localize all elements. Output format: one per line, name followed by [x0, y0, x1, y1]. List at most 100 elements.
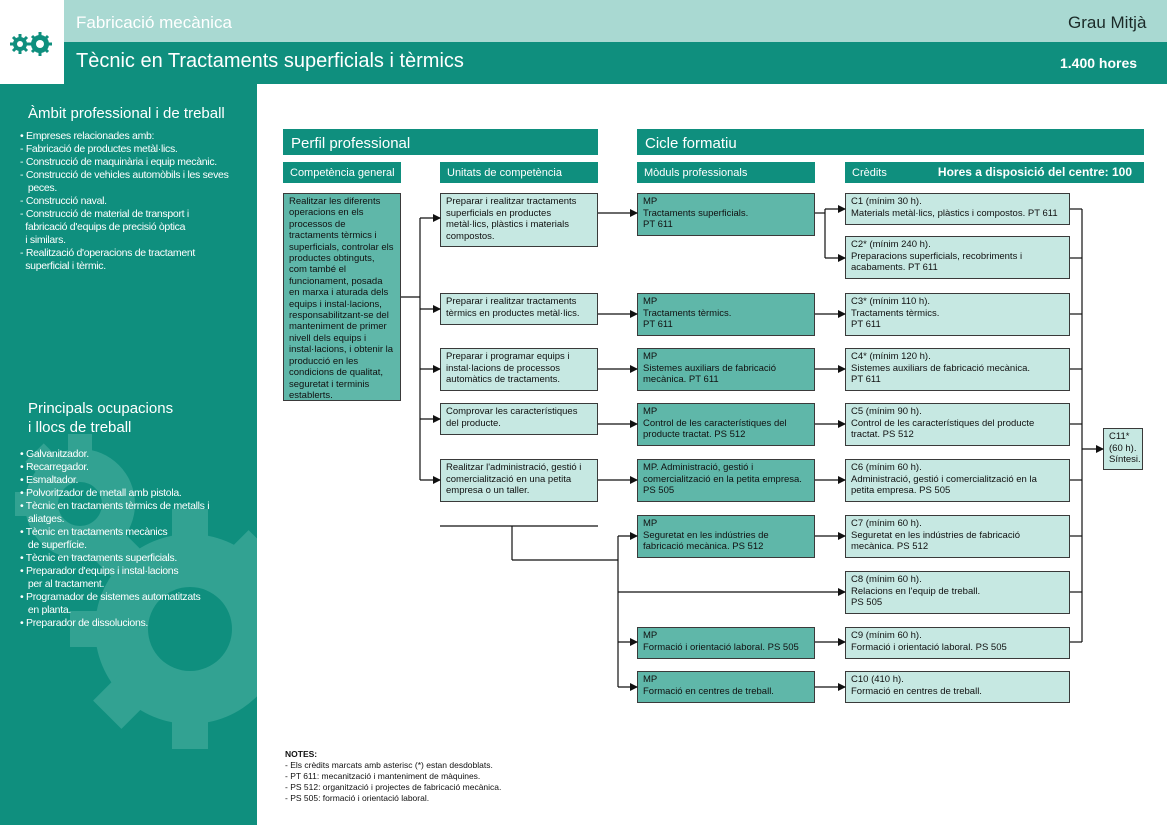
modul-line: MP	[643, 630, 658, 641]
credit-box-c6: C6 (mínim 60 h). Administració, gestió i…	[845, 459, 1070, 502]
unitat-box-1: Preparar i realitzar tractaments superfi…	[440, 193, 598, 247]
note-line: - Els crèdits marcats amb asterisc (*) e…	[285, 760, 493, 770]
list-item: • Tècnic en tractaments superficials.	[20, 552, 177, 564]
list-item: • Preparador d'equips i instal·lacions	[20, 565, 179, 577]
modul-line: MP	[643, 296, 658, 307]
modul-line: MP	[643, 351, 658, 362]
page-title: Tècnic en Tractaments superficials i tèr…	[76, 50, 464, 72]
modul-line: MP	[643, 196, 658, 207]
credit-line: C2* (mínim 240 h).	[851, 239, 931, 250]
modul-box-7: MP Formació i orientació laboral. PS 505	[637, 627, 815, 659]
credit-box-c3: C3* (mínim 110 h). Tractaments tèrmics. …	[845, 293, 1070, 336]
list-item: • Tècnic en tractaments tèrmics de metal…	[20, 500, 210, 512]
modul-line: PS 505	[643, 485, 675, 496]
credit-box-c7: C7 (mínim 60 h). Seguretat en les indúst…	[845, 515, 1070, 558]
credit-line: PT 611	[851, 374, 881, 385]
credit-box-c9: C9 (mínim 60 h). Formació i orientació l…	[845, 627, 1070, 659]
modul-line: Formació i orientació laboral. PS 505	[643, 641, 799, 653]
modul-line: mecànica. PT 611	[643, 374, 719, 385]
credit-line: C4* (mínim 120 h).	[851, 351, 931, 362]
list-item: - Construcció de maquinària i equip mecà…	[20, 156, 217, 168]
credit-line: Sistemes auxiliars de fabricació mecànic…	[851, 362, 1030, 374]
credit-box-c10: C10 (410 h). Formació en centres de treb…	[845, 671, 1070, 703]
department-label: Fabricació mecànica	[76, 13, 232, 32]
unitat-box-5: Realitzar l'administració, gestió i come…	[440, 459, 598, 502]
unitat-box-4: Comprovar les característiques del produ…	[440, 403, 598, 435]
modul-line: Sistemes auxiliars de fabricació	[643, 362, 777, 374]
list-item: • Preparador de dissolucions.	[20, 617, 149, 629]
modul-line: MP	[643, 518, 658, 529]
credit-line: Seguretat en les indústries de fabricaci…	[851, 529, 1020, 541]
list-item: aliatges.	[20, 513, 65, 525]
modul-box-3: MP Sistemes auxiliars de fabricació mecà…	[637, 348, 815, 391]
notes-title: NOTES:	[285, 749, 318, 759]
credit-line: C8 (mínim 60 h).	[851, 574, 922, 585]
credit-line: Control de les característiques del prod…	[851, 417, 1035, 429]
modul-line: Tractaments superficials.	[643, 207, 749, 219]
ambit-title: Àmbit professional i de treball	[28, 105, 225, 122]
sidebar: Àmbit professional i de treball • Empres…	[0, 84, 257, 825]
modul-box-4: MP Control de les característiques del p…	[637, 403, 815, 446]
modul-box-5: MP. Administració, gestió i comercialitz…	[637, 459, 815, 502]
list-item: per al tractament.	[20, 578, 105, 590]
note-line: - PS 505: formació i orientació laboral.	[285, 793, 430, 803]
list-item: - Construcció de material de transport i	[20, 208, 189, 220]
modul-line: Formació en centres de treball.	[643, 685, 774, 697]
header-title-band	[0, 42, 1167, 84]
modul-line: fabricació mecànica. PS 512	[643, 541, 764, 552]
gear-icon	[10, 32, 52, 56]
perfil-header: Perfil professional	[283, 129, 598, 155]
competencia-general-box: Realitzar les diferents operacions en el…	[283, 193, 401, 401]
modul-box-1: MP Tractaments superficials. PT 611	[637, 193, 815, 236]
credit-line: Relacions en l'equip de treball.	[851, 585, 981, 597]
ocupacions-title-1: Principals ocupacions	[28, 400, 174, 417]
modul-box-8: MP Formació en centres de treball.	[637, 671, 815, 703]
credit-line: petita empresa. PS 505	[851, 485, 951, 496]
modul-box-2: MP Tractaments tèrmics. PT 611	[637, 293, 815, 336]
credit-line: C6 (mínim 60 h).	[851, 462, 922, 473]
credit-line: Formació i orientació laboral. PS 505	[851, 641, 1007, 653]
modul-line: Seguretat en les indústries de	[643, 529, 769, 541]
list-item: fabricació d'equips de precisió òptica	[20, 221, 186, 233]
credit-line: Administració, gestió i comercialització…	[851, 473, 1037, 485]
cicle-header: Cicle formatiu	[637, 129, 1144, 155]
moduls-subheader: Mòduls professionals	[637, 162, 815, 183]
list-item: de superfície.	[20, 539, 87, 551]
credit-line: tractat. PS 512	[851, 429, 914, 440]
header-top-band	[0, 0, 1167, 42]
list-item: • Esmaltador.	[20, 474, 79, 486]
logo-area	[0, 0, 64, 84]
list-item: - Realització d'operacions de tractament	[20, 247, 196, 259]
credit-box-c5: C5 (mínim 90 h). Control de les caracter…	[845, 403, 1070, 446]
list-item: peces.	[20, 182, 57, 194]
competencia-subheader: Competència general	[283, 162, 401, 183]
modul-box-6: MP Seguretat en les indústries de fabric…	[637, 515, 815, 558]
list-item: superficial i tèrmic.	[20, 260, 106, 272]
ocupacions-title-2: i llocs de treball	[28, 419, 132, 436]
credit-line: C11*	[1109, 431, 1130, 442]
list-item: • Galvanitzador.	[20, 448, 89, 460]
credit-line: PS 505	[851, 597, 883, 608]
list-item: - Fabricació de productes metàl·lics.	[20, 143, 178, 155]
list-item: - Construcció de vehicles automòbils i l…	[20, 169, 229, 181]
unitat-box-3: Preparar i programar equips i instal·lac…	[440, 348, 598, 391]
credit-line: PT 611	[851, 319, 881, 330]
credit-box-c4: C4* (mínim 120 h). Sistemes auxiliars de…	[845, 348, 1070, 391]
credits-subheader: Crèdits Hores a disposició del centre: 1…	[845, 162, 1144, 183]
grade-label: Grau Mitjà	[1068, 13, 1147, 32]
list-item: • Polvoritzador de metall amb pistola.	[20, 487, 182, 499]
modul-line: MP	[643, 406, 658, 417]
credit-line: C5 (mínim 90 h).	[851, 406, 922, 417]
total-hours: 1.400 hores	[1060, 55, 1138, 71]
credits-label: Crèdits	[852, 167, 887, 179]
hores-centre-label: Hores a disposició del centre: 100	[937, 165, 1132, 179]
credit-line: Síntesi.	[1109, 454, 1141, 465]
unitats-subheader: Unitats de competència	[440, 162, 598, 183]
credit-line: acabaments. PT 611	[851, 262, 938, 273]
list-item: en planta.	[20, 604, 71, 616]
modul-line: Tractaments tèrmics.	[643, 307, 732, 319]
modul-line: producte tractat. PS 512	[643, 429, 746, 440]
credit-box-c2: C2* (mínim 240 h). Preparacions superfic…	[845, 236, 1070, 279]
modul-line: MP	[643, 674, 658, 685]
